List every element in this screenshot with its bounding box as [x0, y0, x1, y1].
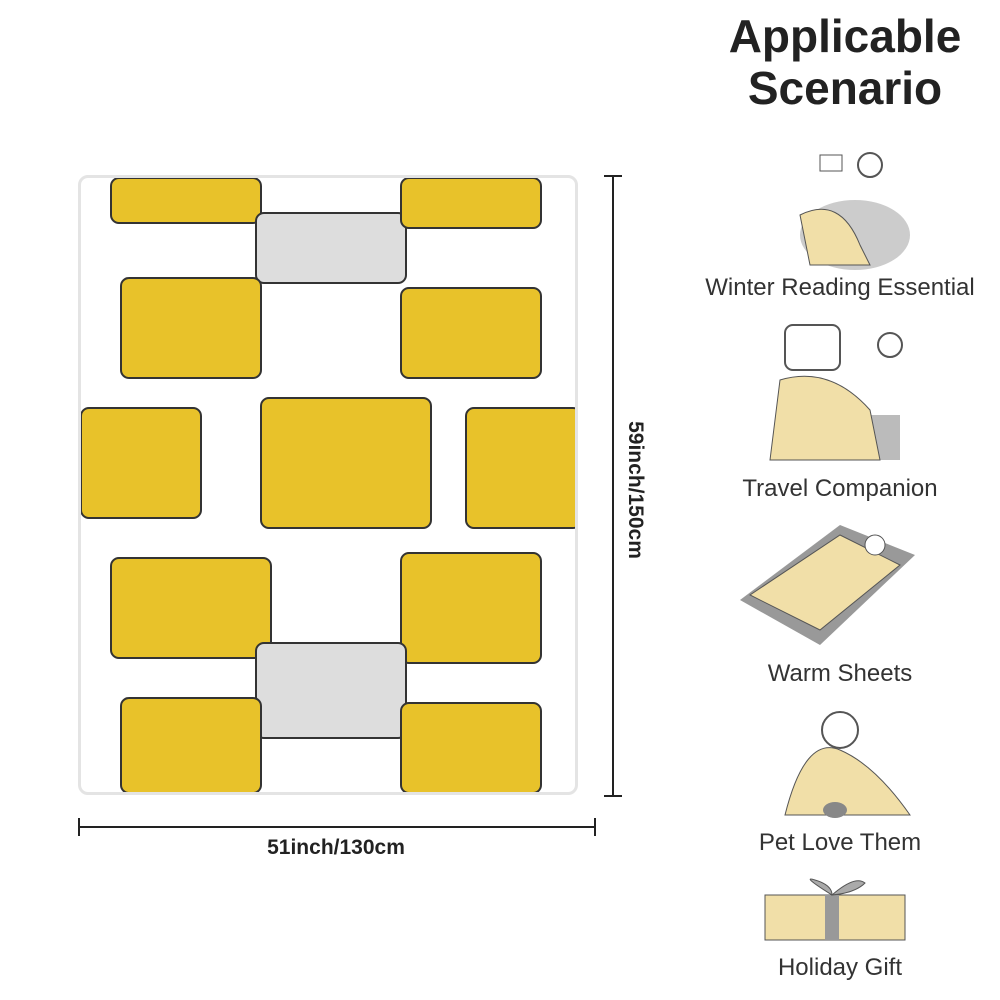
- bulldozer-shape: [110, 557, 272, 659]
- construction-vehicle-pattern: [81, 178, 575, 792]
- width-label: 51inch/130cm: [267, 836, 405, 859]
- reading-person-icon: [799, 152, 910, 270]
- excavator-shape: [260, 397, 432, 529]
- tractor-shape: [465, 407, 575, 529]
- blanket-product-image: [78, 175, 578, 795]
- height-dimension-line: [604, 175, 622, 797]
- bulldozer-shape: [120, 277, 262, 379]
- tractor-shape: [400, 178, 542, 229]
- excavator-shape: [400, 702, 542, 792]
- bulldozer-shape: [120, 697, 262, 792]
- bed-sleeping-icon: [740, 525, 915, 645]
- dog-blanket-icon: [784, 711, 911, 818]
- bulldozer-shape: [110, 178, 262, 224]
- excavator-shape: [400, 287, 542, 379]
- gift-box-icon: [764, 878, 906, 941]
- width-dimension-line: [78, 818, 596, 836]
- scenario-label: Warm Sheets: [767, 660, 913, 687]
- section-title: Applicable Scenario: [728, 10, 962, 114]
- scenario-label: Travel Companion: [742, 475, 938, 502]
- scenario-label: Holiday Gift: [777, 954, 903, 981]
- roller-shape: [81, 407, 202, 519]
- height-label: 59inch/150cm: [624, 421, 647, 559]
- mixer-truck-shape: [255, 642, 407, 739]
- mixer-truck-shape: [255, 212, 407, 284]
- tractor-shape: [400, 552, 542, 664]
- scenario-label: Winter Reading Essential: [705, 274, 975, 301]
- travel-seat-icon: [769, 324, 903, 461]
- scenario-label: Pet Love Them: [758, 829, 922, 856]
